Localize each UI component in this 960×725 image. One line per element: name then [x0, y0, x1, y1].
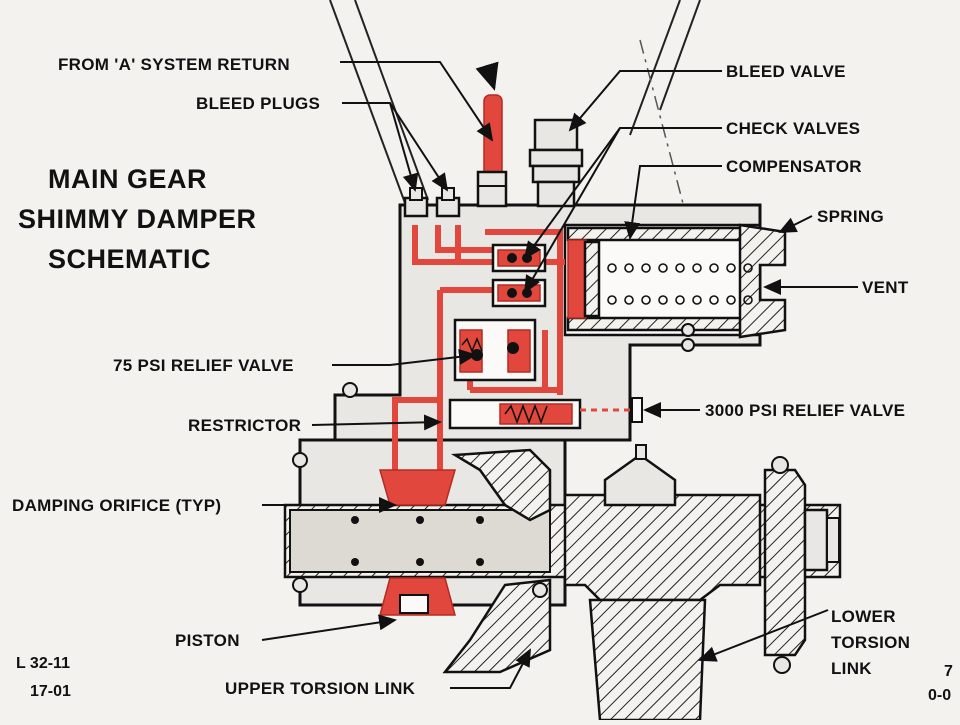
check-valve-upper [491, 243, 547, 273]
label-restrictor: RESTRICTOR [188, 416, 301, 435]
label-bleed-valve: BLEED VALVE [726, 62, 846, 81]
label-lower-torsion-link-2: TORSION [831, 633, 910, 652]
compensator-spring [590, 263, 753, 305]
leader-lines [261, 61, 858, 689]
strut-outline [329, 0, 701, 231]
label-75-psi-relief-valve: 75 PSI RELIEF VALVE [113, 356, 294, 375]
label-damping-orifice: DAMPING ORIFICE (TYP) [12, 496, 221, 515]
label-spring: SPRING [817, 207, 884, 226]
label-piston: PISTON [175, 631, 240, 650]
component-labels: FROM 'A' SYSTEM RETURN BLEED PLUGS BLEED… [12, 55, 910, 698]
label-from-a-system-return: FROM 'A' SYSTEM RETURN [58, 55, 290, 74]
bleed-plugs [403, 187, 461, 218]
diagram-title: MAIN GEAR SHIMMY DAMPER SCHEMATIC [18, 164, 257, 274]
title-line-2: SHIMMY DAMPER [18, 204, 257, 234]
relief-valve-3000 [448, 397, 643, 430]
damper-piston [379, 469, 456, 616]
return-fitting [476, 170, 508, 208]
relief-valve-75 [453, 318, 537, 382]
housing-bolts [292, 323, 695, 598]
lower-torsion-link [563, 444, 840, 722]
ref-left-2: 17-01 [30, 683, 71, 700]
compensator-fluid [567, 239, 587, 319]
ref-right-1: 7 [944, 663, 953, 680]
check-valve-lower [491, 278, 547, 308]
label-lower-torsion-link-1: LOWER [831, 607, 896, 626]
bleed-valve [528, 118, 584, 208]
label-lower-torsion-link-3: LINK [831, 659, 872, 678]
reference-numbers: L 32-11 17-01 7 0-0 [16, 655, 953, 704]
title-line-3: SCHEMATIC [48, 244, 211, 274]
ref-left-1: L 32-11 [16, 655, 70, 672]
label-bleed-plugs: BLEED PLUGS [196, 94, 320, 113]
label-compensator: COMPENSATOR [726, 157, 862, 176]
label-3000-psi-relief-valve: 3000 PSI RELIEF VALVE [705, 401, 905, 420]
label-vent: VENT [862, 278, 909, 297]
label-upper-torsion-link: UPPER TORSION LINK [225, 679, 416, 698]
ref-right-2: 0-0 [928, 687, 951, 704]
title-line-1: MAIN GEAR [48, 164, 207, 194]
label-check-valves: CHECK VALVES [726, 119, 860, 138]
